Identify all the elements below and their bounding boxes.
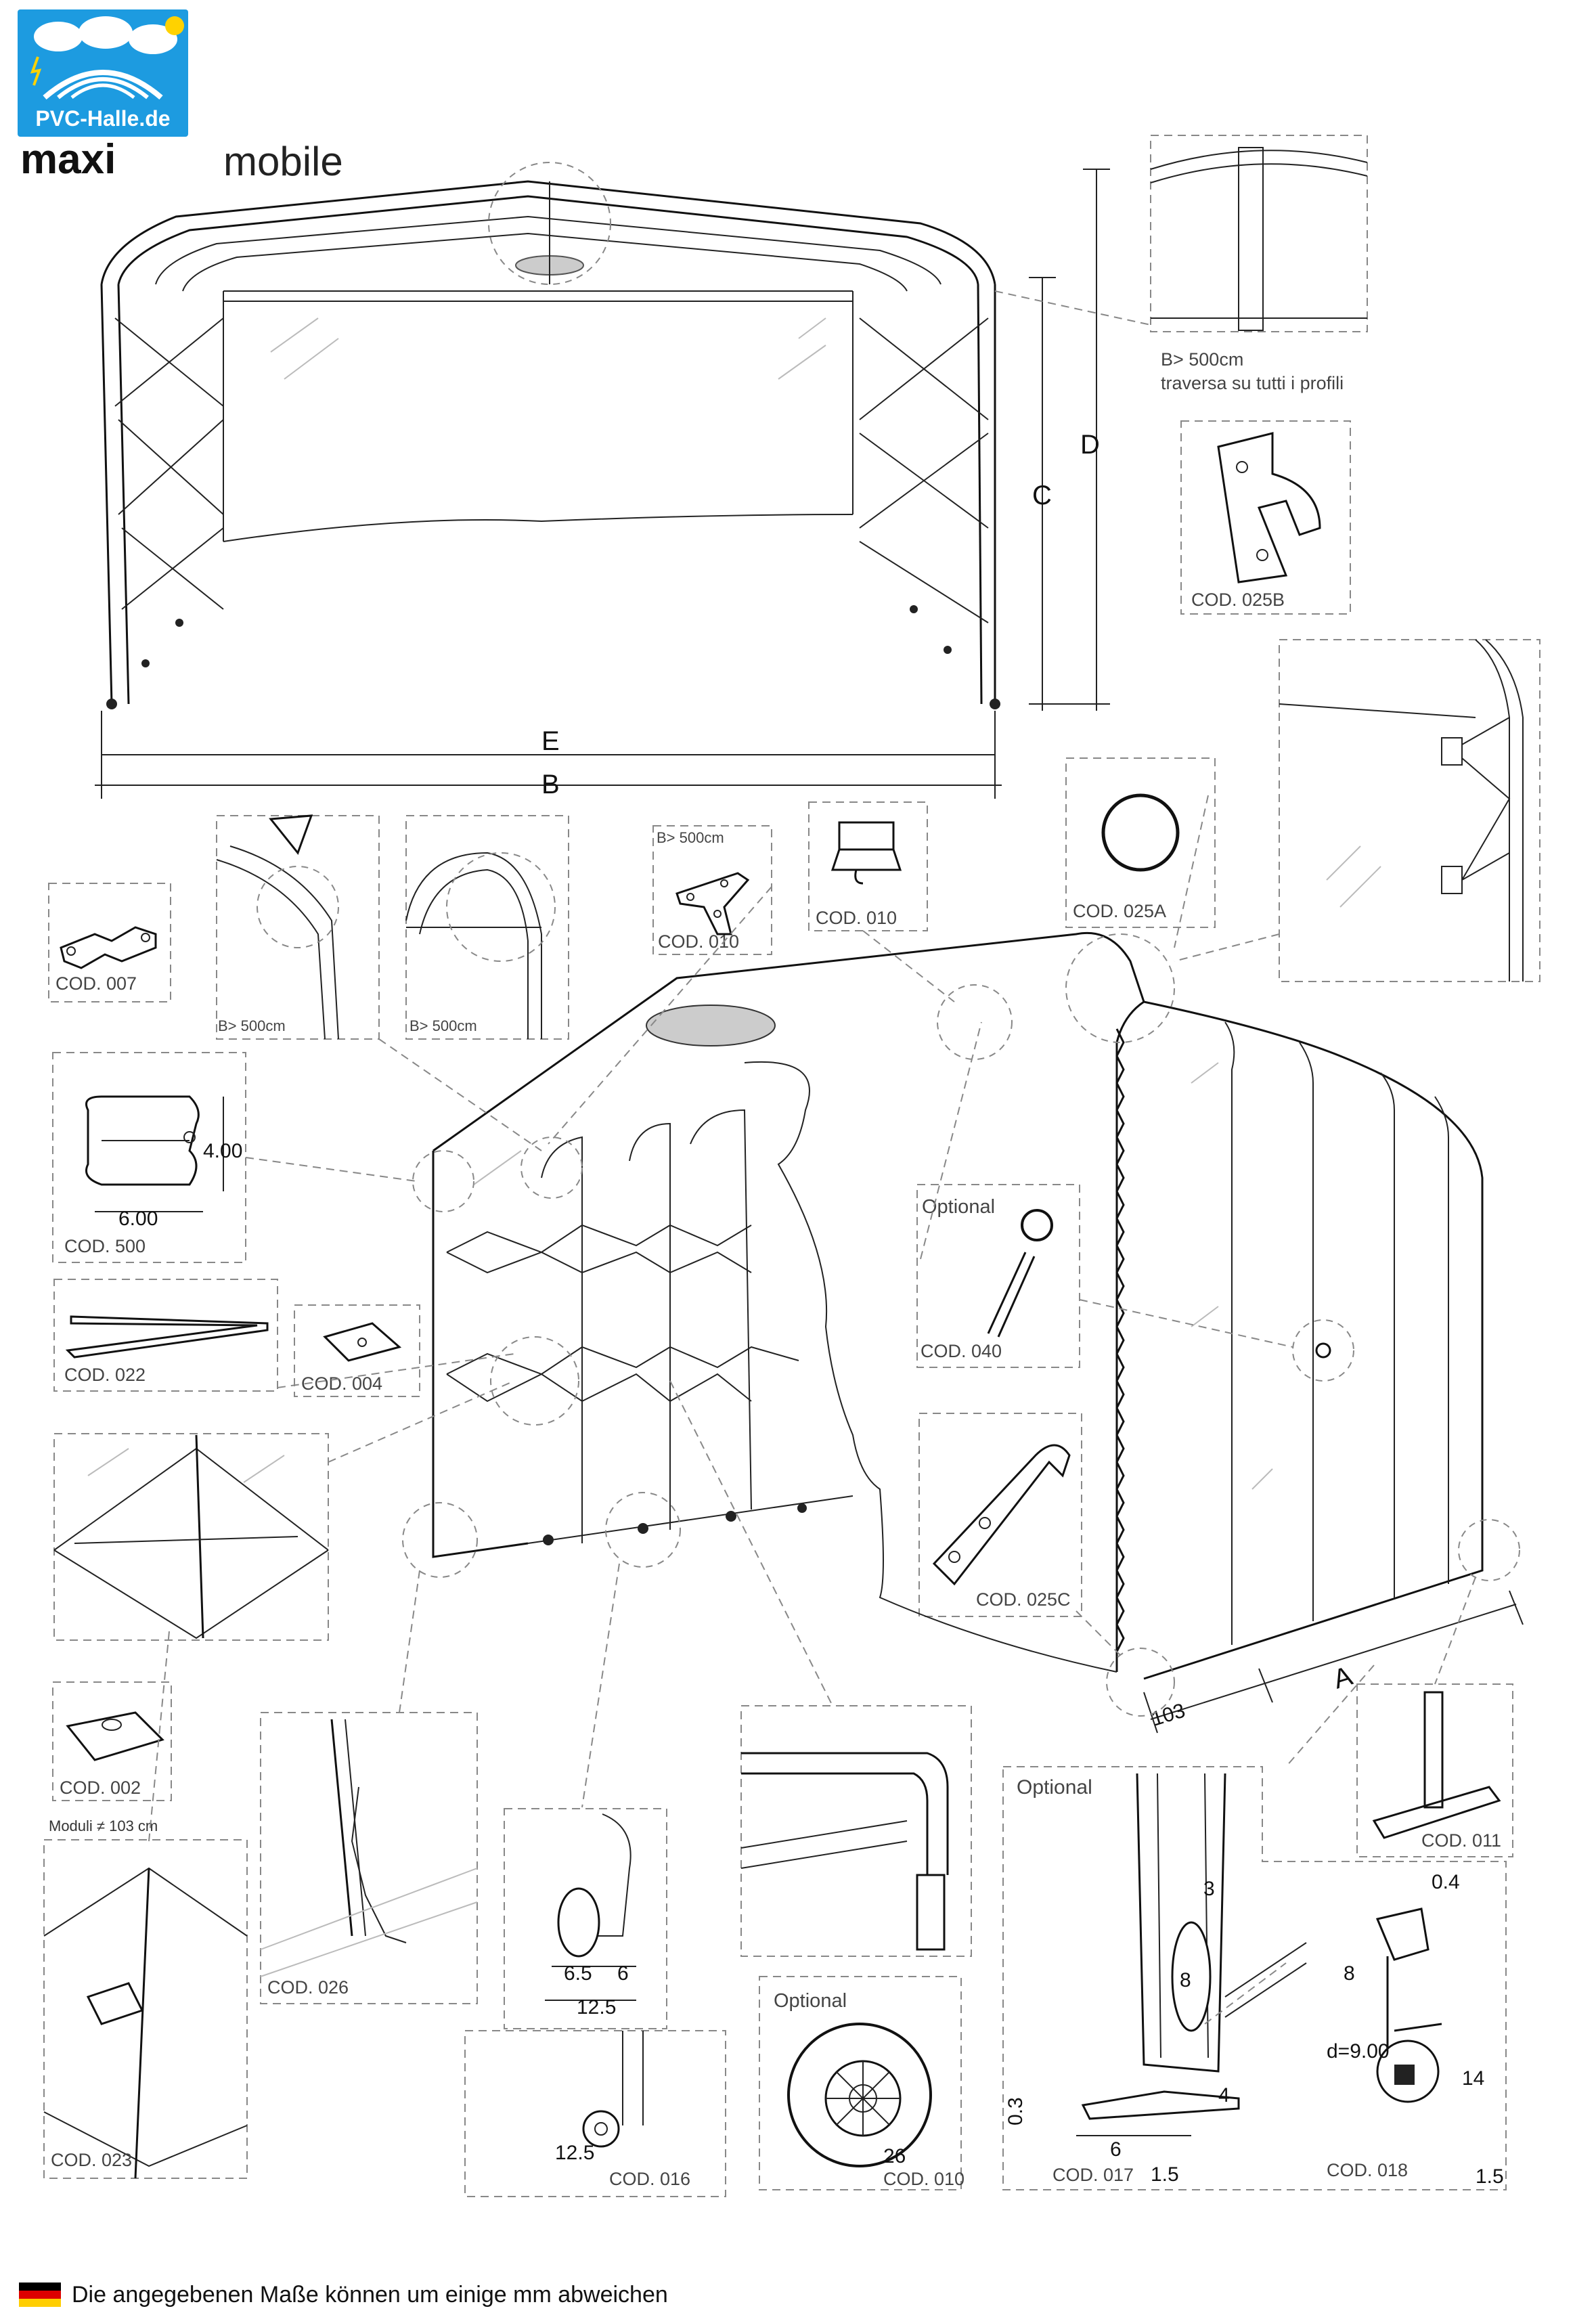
part-010-wheel: Optional 26 COD. 010: [759, 1976, 965, 2190]
tent-isometric: A 103: [432, 931, 1524, 1734]
code-018: COD. 018: [1327, 2160, 1408, 2180]
code-022: COD. 022: [64, 1365, 146, 1385]
code-010-plate: COD. 010: [658, 931, 739, 952]
detail-corner-left: B> 500cm: [216, 814, 380, 1040]
dimension-lines: E B C D: [95, 169, 1110, 799]
profile-width: 6.00: [118, 1208, 158, 1230]
part-016: 12.5 COD. 016: [464, 2030, 726, 2197]
detail-hooks: [1279, 639, 1540, 982]
weather-cloud-icon: [30, 16, 184, 100]
detail-corner-right: B> 500cm: [405, 815, 569, 1040]
dim-c-label: C: [1032, 481, 1052, 510]
detail-wheel-dims: 6.5 6 12.5: [504, 1808, 667, 2029]
dim-1-5: 1.5: [1151, 2163, 1179, 2186]
note-b500-small: B> 500cm: [657, 829, 724, 846]
optional-040-label: Optional: [922, 1196, 995, 1218]
pvc-halle-logo: PVC-Halle.de: [18, 9, 188, 137]
code-025b: COD. 025B: [1191, 590, 1285, 610]
wheel-dim-12-5b: 12.5: [555, 2142, 594, 2164]
dim-0-3: 0.3: [1004, 2097, 1027, 2125]
code-002: COD. 002: [60, 1778, 141, 1798]
german-flag-icon: [19, 2283, 61, 2307]
wheel-dim-6-5: 6.5: [564, 1962, 592, 1985]
part-040: Optional COD. 040: [916, 1184, 1080, 1368]
part-022: COD. 022: [53, 1279, 278, 1392]
dim-8: 8: [1180, 1969, 1191, 1991]
dim-0-4: 0.4: [1432, 1871, 1460, 1893]
detail-crossbar: B> 500cm traversa su tutti i profili: [994, 135, 1368, 393]
code-500: COD. 500: [64, 1236, 146, 1256]
wheel-dim-6: 6: [617, 1962, 629, 1985]
detail-cross-bracing: [53, 1433, 329, 1641]
dim-6: 6: [1110, 2138, 1122, 2161]
code-004: COD. 004: [301, 1373, 382, 1394]
note-b500-line2: traversa su tutti i profili: [1161, 373, 1344, 393]
part-010-top: COD. 010: [808, 801, 928, 931]
part-004: COD. 004: [294, 1304, 420, 1397]
disclaimer-text: Die angegebenen Maße können um einige mm…: [72, 2281, 668, 2308]
code-025a: COD. 025A: [1073, 901, 1166, 921]
footer: Die angegebenen Maße können um einige mm…: [19, 2281, 668, 2308]
dim-b-label: B: [541, 770, 560, 799]
note-b500-right: B> 500cm: [409, 1017, 477, 1034]
code-023: COD. 023: [51, 2150, 132, 2170]
dim-e-label: E: [541, 726, 560, 756]
part-025c: COD. 025C: [918, 1413, 1082, 1617]
model-name: mobile: [223, 139, 343, 184]
detail-profile-end: [740, 1705, 972, 1957]
brand-name: maxi: [20, 136, 116, 183]
frame-overview: [100, 162, 1000, 709]
code-025c: COD. 025C: [976, 1589, 1071, 1610]
wheel-dim-12-5: 12.5: [577, 1996, 616, 2019]
part-500-profile: 4.00 6.00 COD. 500: [52, 1052, 246, 1263]
logo-text: PVC-Halle.de: [35, 106, 171, 131]
code-010-wheel: COD. 010: [883, 2169, 965, 2189]
dim-8b: 8: [1344, 1962, 1355, 1985]
code-040: COD. 040: [921, 1341, 1002, 1361]
part-010-plate: B> 500cm COD. 010: [652, 825, 772, 955]
code-010-top: COD. 010: [816, 908, 897, 928]
note-b500-line1: B> 500cm: [1161, 349, 1243, 370]
optional-017-label: Optional: [1017, 1776, 1092, 1799]
optional-wheel-label: Optional: [774, 1990, 847, 2012]
part-023: COD. 023: [43, 1839, 248, 2179]
profile-height: 4.00: [203, 1140, 242, 1162]
dim-103-label: 103: [1149, 1699, 1188, 1730]
code-011: COD. 011: [1421, 1830, 1501, 1851]
part-025a: COD. 025A: [1065, 757, 1216, 928]
dim-1-5b: 1.5: [1476, 2165, 1504, 2188]
note-modules: Moduli ≠ 103 cm: [49, 1817, 158, 1834]
part-011: COD. 011: [1356, 1683, 1513, 1857]
code-026: COD. 026: [267, 1977, 349, 1998]
dim-3: 3: [1203, 1878, 1215, 1900]
part-007: COD. 007: [48, 883, 171, 1002]
dim-14: 14: [1462, 2067, 1484, 2090]
part-002: COD. 002 Moduli ≠ 103 cm: [49, 1681, 172, 1834]
code-016: COD. 016: [609, 2169, 690, 2189]
dim-d-9: d=9.00: [1327, 2040, 1390, 2063]
wheel-dim-26: 26: [883, 2145, 906, 2167]
callout-leaders: [148, 795, 1520, 2025]
dim-4: 4: [1218, 2084, 1230, 2107]
part-026: COD. 026: [260, 1712, 478, 2004]
part-025b: COD. 025B: [1180, 420, 1351, 615]
part-017-018: Optional 3 8 4 0.3 6 1.5 COD. 017 0.4 8 …: [1002, 1766, 1507, 2190]
note-b500-left: B> 500cm: [218, 1017, 286, 1034]
dim-d-label: D: [1080, 430, 1100, 460]
code-017: COD. 017: [1052, 2165, 1134, 2185]
code-007: COD. 007: [56, 973, 137, 994]
